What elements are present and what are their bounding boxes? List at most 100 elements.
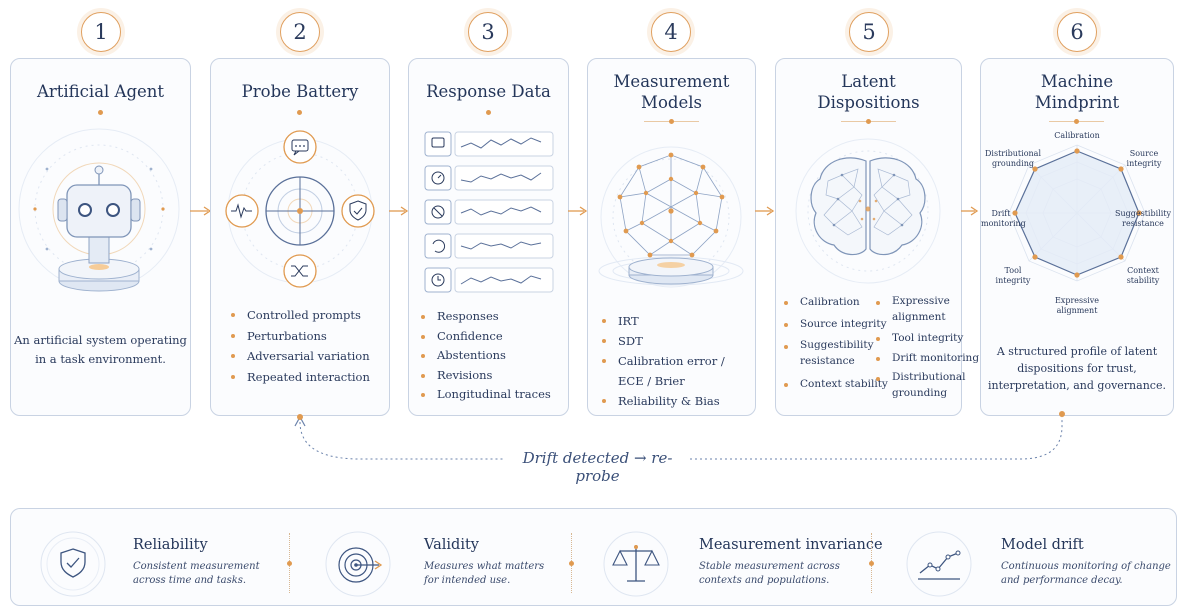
card-title-line-1: Machine [1040,72,1114,91]
list-item-cont: grounding [892,387,948,399]
label-line: integrity [995,276,1031,285]
card-title-line-2: Mindprint [1034,93,1120,112]
response-traces [424,131,554,293]
label-line: alignment [1056,306,1098,315]
desc-line: Continuous monitoring of change [1001,561,1171,572]
card-title-line-2: Models [641,93,702,112]
list-item: Repeated interaction [229,367,370,388]
list-item: Abstentions [419,346,551,366]
mindprint-description-line-1: A structured profile of latent [996,345,1158,358]
list-item-cont: ECE / Brier [618,374,685,388]
step-number-5: 5 [849,12,889,52]
agent-description-line-1: An artificial system operating [14,333,187,347]
list-item: Calibration error / [600,351,725,371]
label-line: integrity [1126,159,1162,168]
list-item: Controlled prompts [229,305,370,326]
quality-title-model-drift: Model drift [1001,537,1084,553]
quality-panel: Reliability Consistent measurement across… [10,508,1177,606]
card-title-line-2: Dispositions [817,93,920,112]
card-measurement-models: Measurement Models IRT SDT Calibration e… [587,58,756,416]
label-line: Drift [991,209,1011,218]
brain-icon [795,138,941,284]
label-line: Tool [1004,266,1022,275]
robot-icon [18,128,180,292]
model-list: IRT SDT Calibration error / ECE / Brier … [600,311,725,411]
disposition-list-right: Expressive alignment Tool integrity Drif… [874,293,979,401]
desc-line: contexts and populations. [699,575,830,586]
list-item-cont: resistance [800,355,855,367]
desc-line: and performance decay. [1001,575,1123,586]
mindprint-description-line-2: dispositions for trust, [1017,362,1137,375]
trend-line-icon [906,531,972,597]
quality-title-invariance: Measurement invariance [699,537,883,553]
list-item: IRT [600,311,725,331]
target-icon [325,531,391,597]
label-line: resistance [1122,219,1164,228]
label-line: stability [1126,276,1160,285]
list-item: Source integrity [782,315,888,334]
desc-line: Stable measurement across [699,561,840,572]
balance-scale-icon [603,531,669,597]
list-item: Longitudinal traces [419,385,551,405]
card-title-line-1: Measurement [613,72,730,91]
title-dot [1074,119,1079,124]
list-item-continued: ECE / Brier [600,371,725,391]
step-number-2: 2 [280,12,320,52]
list-item: Expressive [874,293,979,309]
title-dot [486,110,491,115]
label-line: Source [1129,149,1159,158]
feedback-label: Drift detected → re-probe [522,449,673,485]
disposition-list-left: Calibration Source integrity Suggestibil… [782,293,888,394]
label-line: Context [1127,266,1159,275]
list-item: Revisions [419,366,551,386]
flow-arrow-2 [389,206,409,216]
title-dot [866,119,871,124]
card-probe-battery: Probe Battery Controlled prompts Perturb… [210,58,390,416]
quality-desc-invariance: Stable measurement across contexts and po… [699,560,840,588]
card-title: Response Data [426,82,551,101]
flow-arrow-3 [568,206,588,216]
desc-line: Consistent measurement [133,561,260,572]
probe-list: Controlled prompts Perturbations Adversa… [229,305,370,387]
list-item: Calibration [782,293,888,312]
title-dot [297,110,302,115]
step-number-3: 3 [468,12,508,52]
network-model-icon [598,146,744,288]
step-number-1: 1 [81,12,121,52]
mindprint-description-line-3: interpretation, and governance. [988,379,1166,392]
desc-line: across time and tasks. [133,575,247,586]
quality-desc-reliability: Consistent measurement across time and ta… [133,560,260,588]
card-title: Artificial Agent [36,82,165,101]
card-artificial-agent: Artificial Agent An artificial system op… [10,58,191,416]
quality-title-validity: Validity [424,537,479,553]
divider-dot [569,561,574,566]
list-item: Adversarial variation [229,346,370,367]
radar-label-calibration: Calibration [1054,131,1100,140]
label-line: monitoring [981,219,1026,228]
list-item: Suggestibility [782,337,888,353]
list-item: SDT [600,331,725,351]
list-item: Confidence [419,327,551,347]
card-title: Probe Battery [241,82,359,101]
title-dot [669,119,674,124]
card-title-line-1: Latent [841,72,896,91]
card-response-data: Response Data [408,58,569,416]
quality-title-reliability: Reliability [133,537,208,553]
flow-arrow-5 [961,206,979,216]
list-item: Drift monitoring [874,349,979,368]
feedback-loop-arrow [294,411,1065,460]
flow-arrow-4 [755,206,775,216]
radar-profile [1008,144,1146,282]
list-item: Responses [419,307,551,327]
response-list: Responses Confidence Abstentions Revisio… [419,307,551,405]
flow-arrow-1 [190,206,212,216]
list-item-cont: alignment [892,311,946,323]
list-item: Tool integrity [874,329,979,348]
